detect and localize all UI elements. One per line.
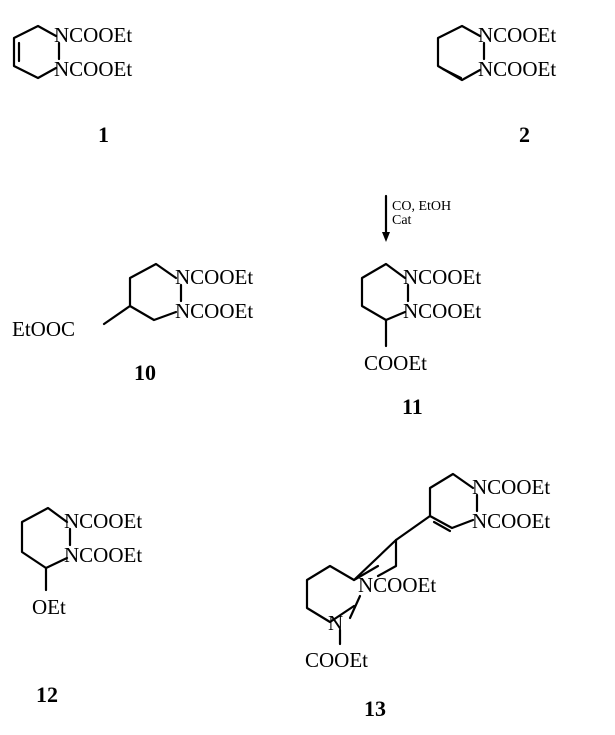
compound-2-double-bond: [441, 67, 463, 80]
compound-10: NCOOEt NCOOEt EtOOC 10: [12, 262, 253, 385]
compound-13-link-bond: [394, 514, 432, 542]
compound-13-lower-nn-bond: [348, 594, 362, 620]
compound-13-upper-double-bond: [432, 520, 452, 533]
compound-2-n2-label: NCOOEt: [478, 57, 556, 81]
compound-10-n1-label: NCOOEt: [175, 265, 253, 289]
compound-13-upper-n2-label: NCOOEt: [472, 509, 550, 533]
compound-2-ring: [436, 24, 482, 82]
compound-1: NCOOEt NCOOEt 1: [12, 23, 132, 147]
compound-10-ester-label: EtOOC: [12, 317, 75, 341]
compound-13-number: 13: [364, 696, 386, 721]
compound-2-n1-label: NCOOEt: [478, 23, 556, 47]
compound-13-lower-ester-label: COOEt: [305, 648, 368, 672]
compound-1-n2-label: NCOOEt: [54, 57, 132, 81]
compound-12: NCOOEt NCOOEt OEt 12: [20, 506, 142, 707]
reaction-arrow: CO, EtOH Cat: [382, 194, 451, 242]
compound-12-n2-label: NCOOEt: [64, 543, 142, 567]
compound-13: NCOOEt NCOOEt NCOOEt N COOEt 13: [305, 472, 550, 721]
arrow-condition-reagents: CO, EtOH: [392, 199, 451, 214]
compound-12-ring: [20, 506, 69, 570]
compound-13-upper-n1-label: NCOOEt: [472, 475, 550, 499]
compound-2-number: 2: [519, 122, 530, 147]
compound-12-ether-label: OEt: [32, 595, 66, 619]
compound-11: NCOOEt NCOOEt COOEt 11: [360, 262, 481, 419]
compound-10-n2-label: NCOOEt: [175, 299, 253, 323]
compound-10-ester-bond: [102, 304, 132, 326]
compound-11-n2-label: NCOOEt: [403, 299, 481, 323]
arrow-condition-catalyst: Cat: [392, 213, 412, 228]
compound-1-number: 1: [98, 122, 109, 147]
compound-10-ring: [128, 262, 178, 322]
compound-11-ring: [360, 262, 407, 322]
compound-13-lower-n2-label: N: [328, 611, 343, 635]
compound-12-n1-label: NCOOEt: [64, 509, 142, 533]
compound-12-number: 12: [36, 682, 58, 707]
compound-11-number: 11: [402, 394, 423, 419]
compound-1-n1-label: NCOOEt: [54, 23, 132, 47]
compound-13-upper-ring: [428, 472, 475, 530]
compound-11-n1-label: NCOOEt: [403, 265, 481, 289]
compound-13-lower-ring-top: [352, 564, 380, 582]
compound-11-ester-label: COOEt: [364, 351, 427, 375]
compound-2: NCOOEt NCOOEt 2: [436, 23, 556, 147]
compound-10-number: 10: [134, 360, 156, 385]
arrow-head: [382, 232, 390, 242]
compound-13-lower-n1-label: NCOOEt: [358, 573, 436, 597]
compound-1-ring: [12, 24, 58, 80]
